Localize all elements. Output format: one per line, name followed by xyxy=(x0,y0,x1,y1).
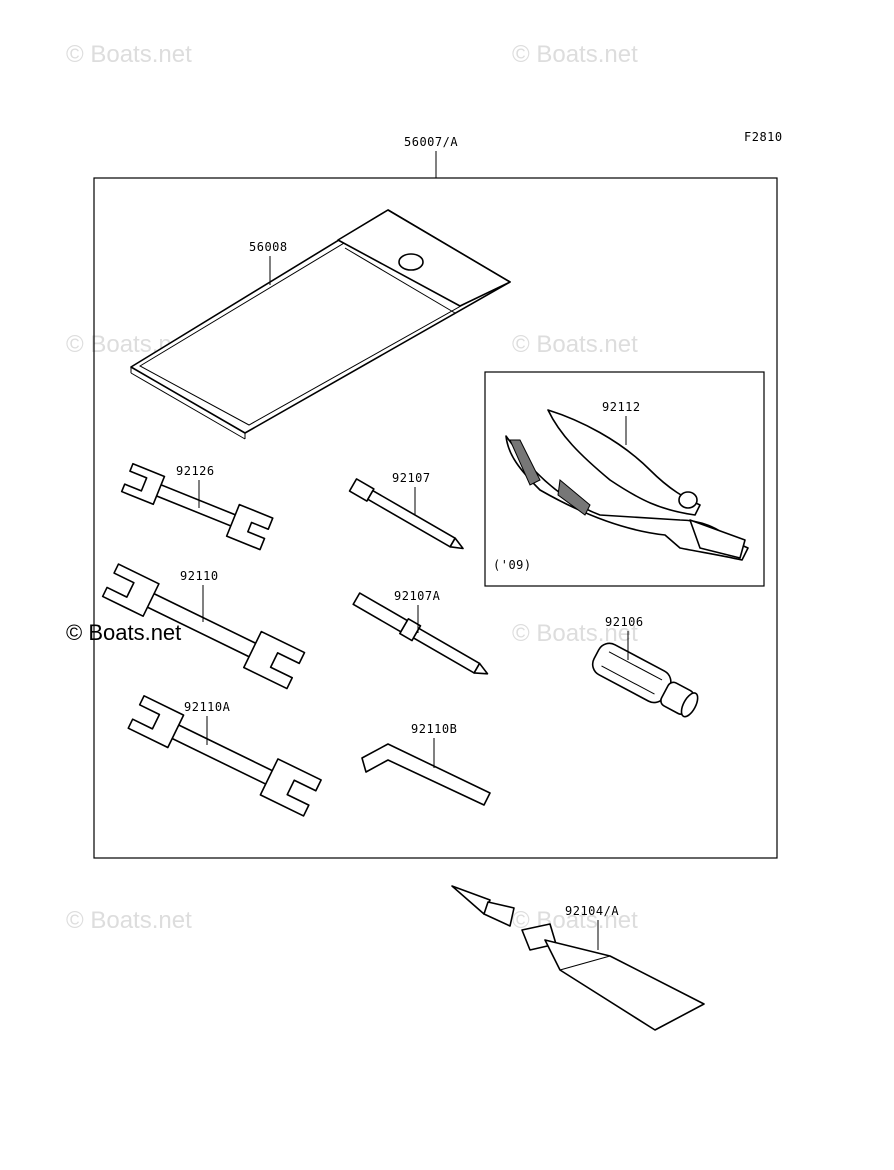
label-hex-key: 92110B xyxy=(411,722,457,736)
wrench-mid xyxy=(101,563,306,690)
label-wrench-mid: 92110 xyxy=(180,569,219,583)
pliers xyxy=(505,409,749,561)
label-case: 56008 xyxy=(249,240,288,254)
figure-code: F2810 xyxy=(744,130,783,144)
watermark: © Boats.net xyxy=(512,620,638,647)
pliers-frame xyxy=(484,371,765,587)
pliers-note: ('09) xyxy=(493,558,532,572)
grease-tube xyxy=(451,885,705,1031)
label-grease-tube: 92104/A xyxy=(565,904,619,918)
driver-bit xyxy=(348,478,464,550)
label-kit: 56007/A xyxy=(404,135,458,149)
watermark: © Boats.net xyxy=(512,41,638,68)
handle xyxy=(591,642,699,718)
label-pliers: 92112 xyxy=(602,400,641,414)
watermark: © Boats.net xyxy=(66,41,192,68)
label-wrench-large: 92110A xyxy=(184,700,231,714)
tool-case xyxy=(130,209,511,440)
label-driver: 92107 xyxy=(392,471,431,485)
driver-flat xyxy=(352,592,489,675)
watermark-strong: © Boats.net xyxy=(66,620,181,645)
watermark: © Boats.net xyxy=(512,331,638,358)
watermark: © Boats.net xyxy=(66,907,192,934)
wrench-large xyxy=(127,695,322,817)
label-handle: 92106 xyxy=(605,615,644,629)
wrench-small xyxy=(120,462,274,551)
label-wrench-small: 92126 xyxy=(176,464,215,478)
label-driver-flat: 92107A xyxy=(394,589,441,603)
hex-key xyxy=(361,743,491,806)
